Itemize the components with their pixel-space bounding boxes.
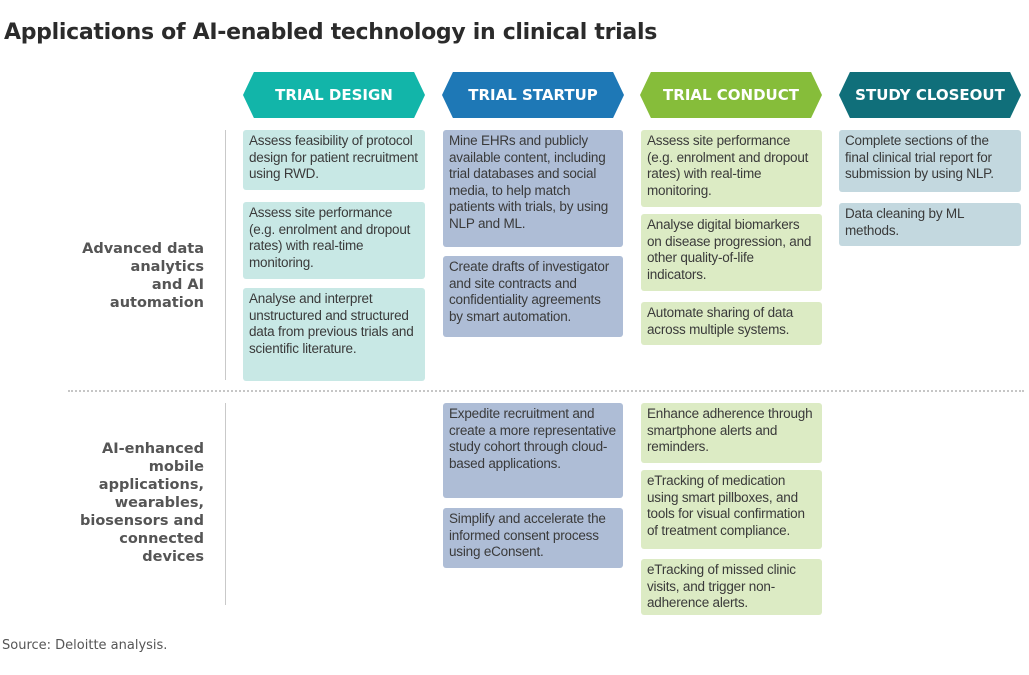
phase-trial-design: TRIAL DESIGN xyxy=(243,72,425,118)
card-conduct-6: eTracking of missed clinic visits, and t… xyxy=(641,559,822,615)
card-startup-4: Simplify and accelerate the informed con… xyxy=(443,508,623,568)
row-label-analytics: Advanced data analytics and AI automatio… xyxy=(82,241,204,311)
card-conduct-5: eTracking of medication using smart pill… xyxy=(641,470,822,549)
card-design-1: Assess feasibility of protocol design fo… xyxy=(243,130,425,190)
vertical-divider-top xyxy=(225,130,226,380)
phase-label: TRIAL STARTUP xyxy=(468,86,598,104)
card-design-2: Assess site performance (e.g. enrolment … xyxy=(243,202,425,279)
phase-trial-conduct: TRIAL CONDUCT xyxy=(640,72,822,118)
row-label-mobile: AI-enhanced mobile applications, wearabl… xyxy=(79,441,204,565)
phase-study-closeout: STUDY CLOSEOUT xyxy=(839,72,1021,118)
phase-label: TRIAL CONDUCT xyxy=(663,86,799,104)
phase-label: STUDY CLOSEOUT xyxy=(855,86,1005,104)
row-separator xyxy=(68,390,1024,392)
card-design-3: Analyse and interpret unstructured and s… xyxy=(243,288,425,381)
card-conduct-4: Enhance adherence through smartphone ale… xyxy=(641,403,822,463)
source-note: Source: Deloitte analysis. xyxy=(2,638,168,653)
card-closeout-1: Complete sections of the final clinical … xyxy=(839,130,1021,192)
phase-trial-startup: TRIAL STARTUP xyxy=(442,72,624,118)
phase-label: TRIAL DESIGN xyxy=(275,86,393,104)
card-conduct-1: Assess site performance (e.g. enrolment … xyxy=(641,130,822,207)
card-conduct-3: Automate sharing of data across multiple… xyxy=(641,302,822,345)
card-startup-2: Create drafts of investigator and site c… xyxy=(443,256,623,337)
card-startup-3: Expedite recruitment and create a more r… xyxy=(443,403,623,498)
card-closeout-2: Data cleaning by ML methods. xyxy=(839,203,1021,246)
card-conduct-2: Analyse digital biomarkers on disease pr… xyxy=(641,214,822,291)
vertical-divider-bottom xyxy=(225,403,226,605)
card-startup-1: Mine EHRs and publicly available content… xyxy=(443,130,623,247)
page-title: Applications of AI-enabled technology in… xyxy=(4,20,657,45)
